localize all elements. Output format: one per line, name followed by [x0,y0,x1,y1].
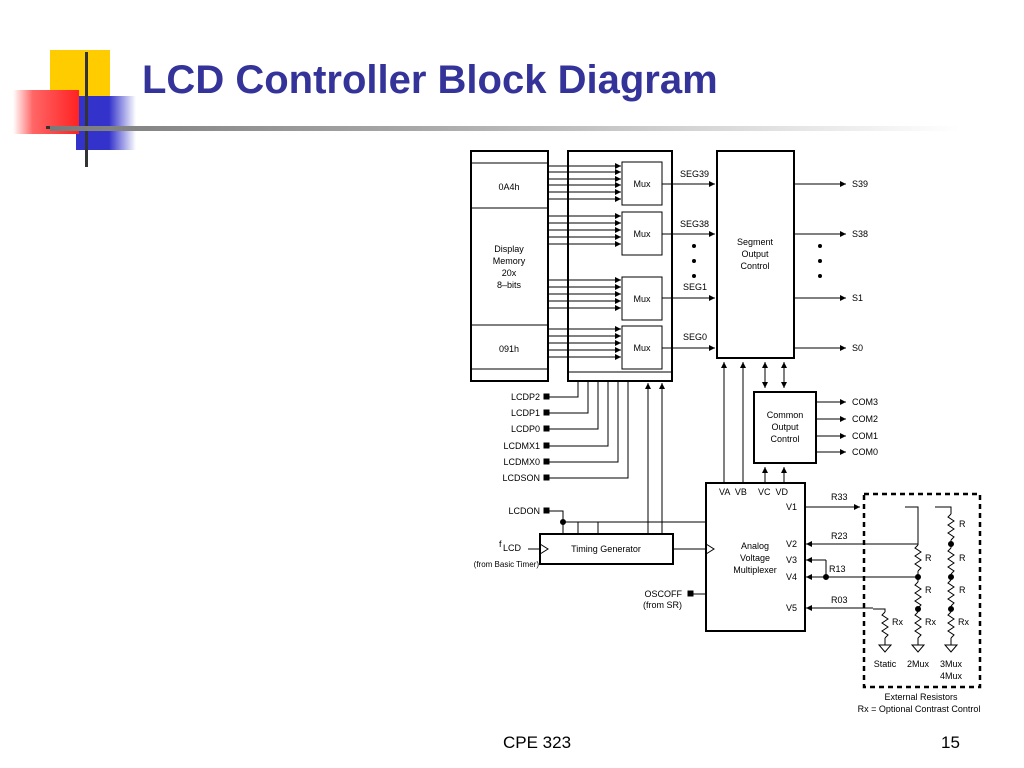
seg-label: SEG0 [683,332,707,342]
oscoff-note: (from SR) [643,600,682,610]
external-resistors-box [862,492,982,689]
resistor-label: R13 [829,564,846,574]
ext-mode-label: 4Mux [940,671,963,681]
com-label: COM0 [852,447,878,457]
voltage-rails [721,362,787,483]
slide-number: 15 [941,733,960,752]
segment-out-label: S38 [852,229,868,239]
segment-out-label: S1 [852,293,863,303]
display-memory-block [470,150,549,382]
pin-label: LCDMX1 [503,441,540,451]
resistor-label: R33 [831,492,848,502]
ext-r-label: R [959,519,966,529]
resistor-network [860,506,959,653]
seg-label: SEG1 [683,282,707,292]
voltage-pin-label: V5 [786,603,797,613]
mux-label: Mux [633,294,651,304]
lcdon-lines [543,507,706,534]
voltage-pin-label: V2 [786,539,797,549]
voltage-pin-label: V4 [786,572,797,582]
flcd-main: f [499,539,502,549]
common-output-label-1: Common [767,410,804,420]
common-output-block [753,391,817,464]
va-vb-label: VA VB [719,487,747,497]
com-label: COM1 [852,431,878,441]
segment-out-label: S0 [852,343,863,353]
vc-vd-label: VC VD [758,487,789,497]
common-output-arrows [816,399,846,455]
oscoff-label: OSCOFF [645,589,683,599]
memory-label-2: Memory [493,256,526,266]
pin-label: LCDMX0 [503,457,540,467]
seg-label: SEG38 [680,219,709,229]
memory-label-3: 20x [502,268,517,278]
ext-rx-label: Rx [925,617,936,627]
control-pin-lines [543,381,665,534]
com-label: COM3 [852,397,878,407]
segment-out-label: S39 [852,179,868,189]
flcd-note: (from Basic Timer) [474,560,540,569]
mux-label: Mux [633,179,651,189]
footer-course: CPE 323 [503,733,572,752]
memory-top-address: 0A4h [498,182,519,192]
external-caption-1: External Resistors [884,692,958,702]
ellipsis-dots [692,244,822,278]
ext-rx-label: Rx [892,617,903,627]
analog-mux-label-2: Voltage [740,553,770,563]
ext-mode-label: 3Mux [940,659,963,669]
resistor-label: R23 [831,531,848,541]
segment-output-block [716,150,795,359]
lcdon-label: LCDON [508,506,540,516]
segment-output-label-3: Control [740,261,769,271]
ext-r-label: R [959,553,966,563]
ext-mode-label: Static [874,659,897,669]
slide-title: LCD Controller Block Diagram [142,58,718,102]
segment-output-label-2: Output [741,249,769,259]
analog-multiplexer-block [705,482,806,632]
analog-mux-label-3: Multiplexer [733,565,777,575]
external-caption-2: Rx = Optional Contrast Control [858,704,981,714]
mux-label: Mux [633,229,651,239]
seg-label: SEG39 [680,169,709,179]
deco-vertical-line [85,52,88,167]
voltage-pin-label: V3 [786,555,797,565]
pin-label: LCDSON [502,473,540,483]
title-underline [50,126,960,131]
com-label: COM2 [852,414,878,424]
ext-r-label: R [925,553,932,563]
memory-label-1: Display [494,244,524,254]
flcd-sub: LCD [503,543,522,553]
memory-bottom-address: 091h [499,344,519,354]
ext-mode-label: 2Mux [907,659,930,669]
segment-output-label-1: Segment [737,237,774,247]
segment-output-arrows [794,181,846,351]
ext-r-label: R [925,585,932,595]
timing-generator-label: Timing Generator [571,544,641,554]
voltage-pin-lines [805,504,860,611]
common-output-label-3: Control [770,434,799,444]
ext-r-label: R [959,585,966,595]
memory-label-4: 8–bits [497,280,522,290]
analog-mux-label-1: Analog [741,541,769,551]
ext-rx-label: Rx [958,617,969,627]
mux-label: Mux [633,343,651,353]
pin-label: LCDP1 [511,408,540,418]
pin-label: LCDP0 [511,424,540,434]
common-output-label-2: Output [771,422,799,432]
resistor-label: R03 [831,595,848,605]
pin-label: LCDP2 [511,392,540,402]
seg-arrows [662,181,715,351]
mux-input-arrows [548,163,621,360]
voltage-pin-label: V1 [786,502,797,512]
